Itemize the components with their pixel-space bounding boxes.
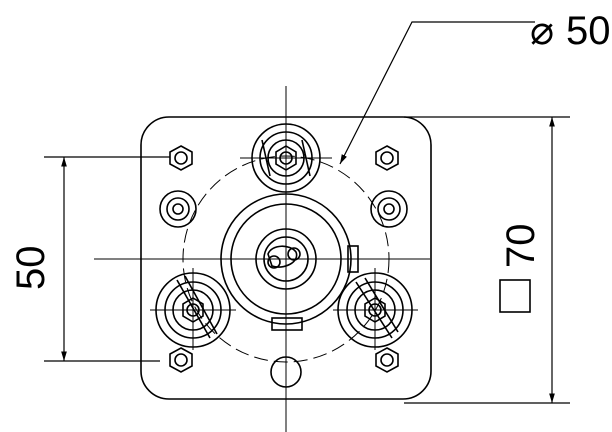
corner-bolt-bottom-left — [169, 347, 193, 373]
corner-bolt-top-right — [375, 145, 399, 171]
diameter-label: 50 — [566, 9, 611, 53]
bottom-left-port — [155, 272, 231, 348]
corner-bolt-top-left — [169, 145, 193, 171]
diameter-symbol: ⌀ — [530, 9, 554, 53]
square-dimension — [404, 116, 570, 404]
washer-left — [159, 190, 197, 228]
square-side-label: 70 — [499, 224, 543, 269]
bolt-circle — [182, 155, 390, 363]
bottom-pin — [270, 356, 302, 388]
diameter-leader — [339, 21, 535, 165]
bottom-right-port — [337, 272, 413, 348]
corner-bolt-bottom-right — [375, 347, 399, 373]
height-dimension — [44, 156, 170, 362]
center-valve — [220, 193, 359, 331]
center-lines — [94, 86, 430, 432]
height-label: 50 — [9, 246, 53, 291]
washer-right — [370, 190, 408, 228]
top-port — [251, 123, 321, 193]
